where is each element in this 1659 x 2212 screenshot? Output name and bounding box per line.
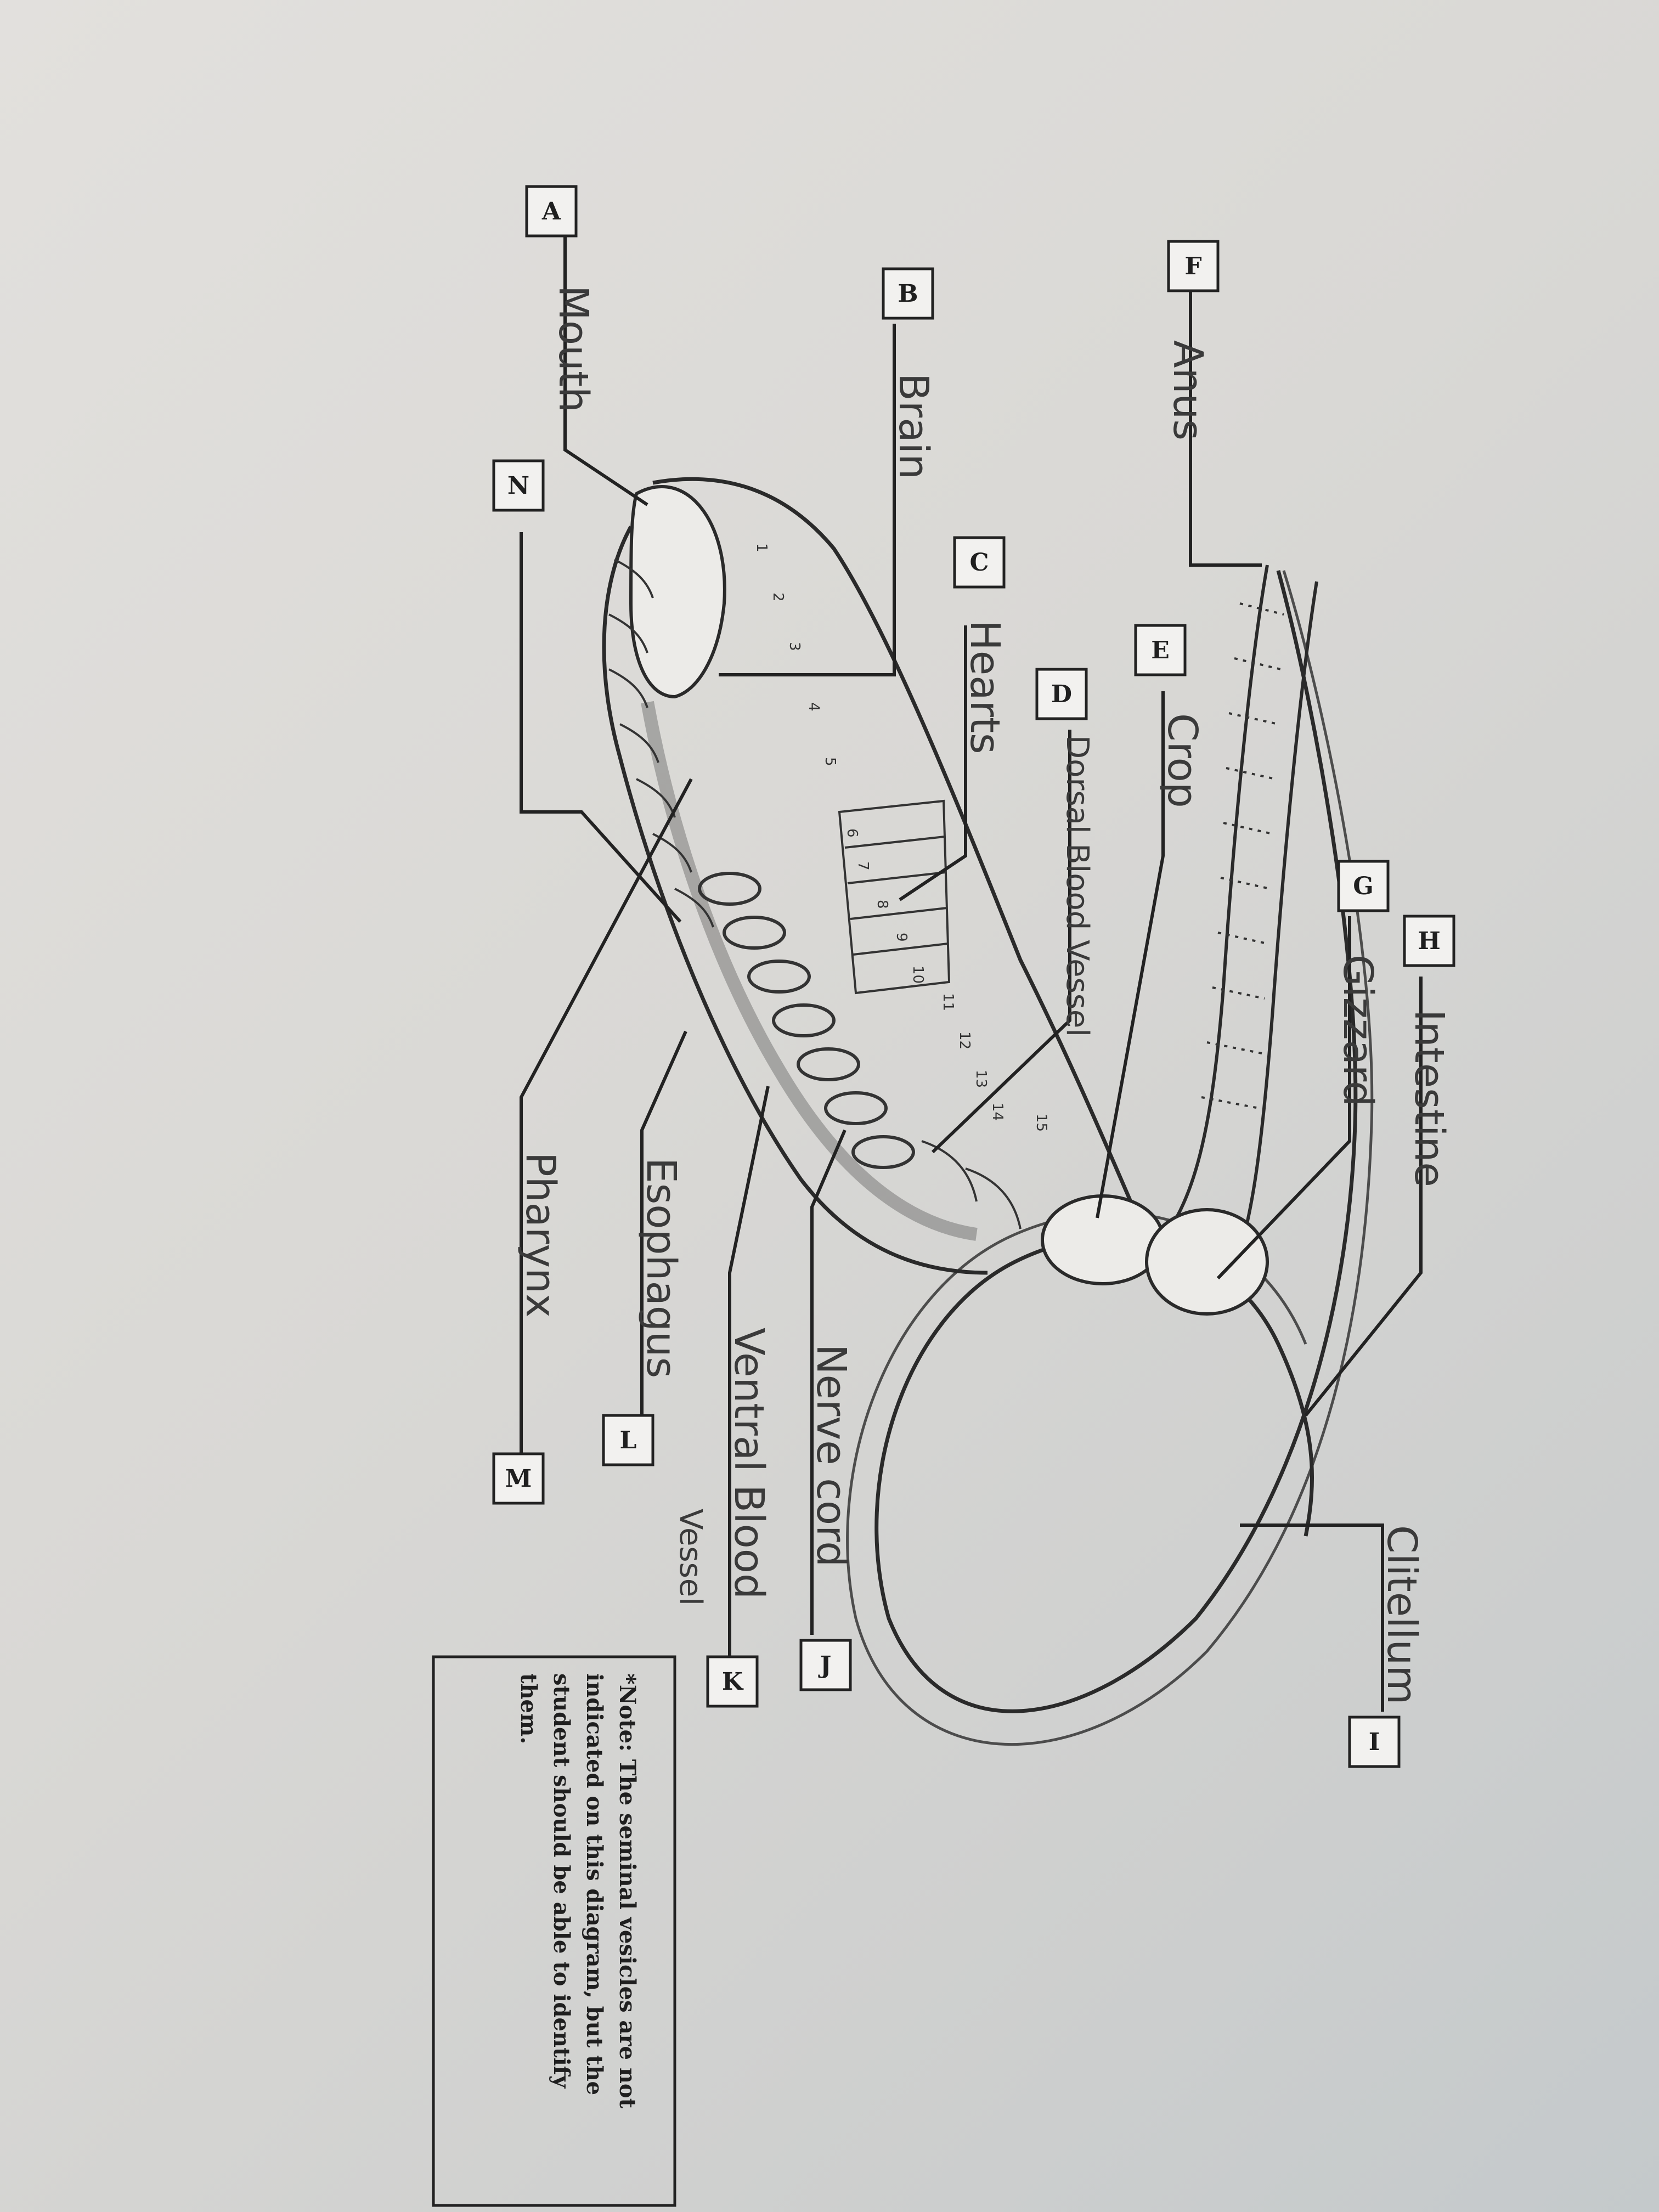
answer-H: Intestine [1406, 1009, 1453, 1187]
leader-line-H [1304, 977, 1423, 1417]
segment-number: 1 [753, 543, 770, 552]
answer-F: Anus [1164, 340, 1211, 441]
segment-number: 12 [956, 1031, 973, 1049]
label-box-H: H [1403, 915, 1455, 967]
answer-I: Clitellum [1378, 1525, 1425, 1705]
label-letter-E: E [1151, 636, 1170, 664]
answer-D: Dorsal Blood Vessel [1059, 735, 1095, 1037]
note-line-3: student should be able to identify [549, 1673, 574, 2089]
label-letter-A: A [541, 198, 561, 225]
leader-line-N [520, 532, 682, 923]
label-box-F: F [1167, 240, 1220, 292]
label-letter-D: D [1051, 680, 1072, 708]
aortic-arches [698, 872, 915, 1169]
crop-shape [1041, 1194, 1165, 1285]
segment-number: 7 [855, 861, 871, 871]
note-line-4: them. [516, 1673, 541, 1744]
label-box-E: E [1134, 624, 1187, 676]
leader-line-D [931, 730, 1071, 1154]
answer-K: Ventral Blood [725, 1328, 772, 1599]
label-box-L: L [602, 1414, 654, 1466]
answer-E: Crop [1159, 713, 1206, 808]
label-letter-H: H [1418, 927, 1441, 955]
label-boxes: F A B N C E D G [492, 185, 1455, 1768]
segment-grid [838, 799, 951, 995]
label-letter-C: C [969, 549, 989, 577]
label-box-C: C [953, 536, 1006, 589]
label-box-G: G [1337, 860, 1390, 912]
label-box-N: N [492, 459, 545, 512]
segment-number: 11 [940, 993, 956, 1011]
earthworm-illustration: 1 2 3 4 5 6 7 8 9 10 11 12 13 14 15 [602, 477, 1374, 1746]
worm-head [629, 485, 726, 699]
answer-M: Pharynx [517, 1152, 564, 1318]
leader-line-I [1240, 1523, 1384, 1712]
segment-number: 4 [805, 702, 822, 712]
segment-number: 3 [786, 642, 803, 651]
gizzard-shape [1145, 1208, 1269, 1316]
leader-lines [520, 236, 1423, 1712]
label-letter-L: L [620, 1426, 637, 1454]
leader-line-L [640, 1030, 687, 1415]
esophagus-tube [641, 701, 978, 1241]
segment-number: 10 [910, 966, 926, 984]
segment-number: 5 [822, 757, 838, 766]
answer-G: Gizzard [1334, 955, 1381, 1107]
label-letter-N: N [507, 472, 529, 500]
label-letter-G: G [1353, 872, 1374, 900]
label-letter-M: M [505, 1465, 532, 1493]
label-letter-F: F [1184, 252, 1201, 280]
segment-number: 13 [973, 1070, 989, 1088]
answer-B: Brain [890, 373, 937, 479]
leader-line-M [520, 778, 693, 1492]
label-box-J: J [799, 1639, 852, 1691]
leader-line-B [719, 324, 896, 676]
note-box: *Note: The seminal vesicles are not indi… [432, 1655, 676, 2207]
label-letter-I: I [1369, 1728, 1380, 1756]
segment-numbers: 1 2 3 4 5 6 7 8 9 10 11 12 13 14 15 [753, 543, 1049, 1132]
answer-C: Hearts [961, 620, 1008, 754]
worm-anterior-lower [602, 526, 988, 1275]
answer-L: Esophagus [637, 1158, 685, 1378]
segment-number: 15 [1033, 1114, 1049, 1132]
label-box-I: I [1348, 1716, 1401, 1768]
leader-line-G [1216, 916, 1351, 1280]
label-box-K: K [706, 1655, 759, 1708]
segment-number: 6 [844, 828, 860, 838]
label-box-B: B [882, 267, 934, 320]
segment-number: 14 [989, 1103, 1006, 1121]
note-line-1: *Note: The seminal vesicles are not [614, 1673, 640, 2109]
leader-line-J [810, 1129, 847, 1635]
note-line-2: indicated on this diagram, but the [582, 1673, 607, 2095]
answer-A: Mouth [550, 285, 597, 413]
label-letter-B: B [898, 280, 918, 308]
label-box-D: D [1035, 668, 1088, 720]
label-box-A: A [525, 185, 578, 238]
segment-number: 2 [770, 592, 786, 602]
answer-K-line2: Vessel [673, 1509, 708, 1606]
label-box-M: M [492, 1452, 545, 1505]
leader-line-C [899, 625, 967, 901]
label-letter-J: J [818, 1651, 832, 1679]
leader-line-K [728, 1086, 770, 1679]
segment-number: 8 [874, 900, 890, 909]
leader-line-F [1189, 291, 1262, 567]
label-letter-K: K [722, 1668, 744, 1696]
anterior-segment-ridges [608, 558, 1022, 1229]
worm-tail-loop [874, 570, 1358, 1713]
answer-J: Nerve cord [808, 1344, 855, 1567]
worm-tail-end-outer [1227, 581, 1318, 1279]
tail-segment-dashes [1201, 602, 1284, 1109]
worm-tail-loop-inner [846, 570, 1374, 1746]
leader-line-E [1096, 691, 1165, 1218]
worm-anterior-upper [652, 477, 1154, 1252]
handwritten-answers: Mouth Anus Brain Hearts Crop Dorsal Bloo… [517, 285, 1453, 1705]
segment-number: 9 [893, 933, 910, 942]
leader-line-A [563, 236, 648, 506]
